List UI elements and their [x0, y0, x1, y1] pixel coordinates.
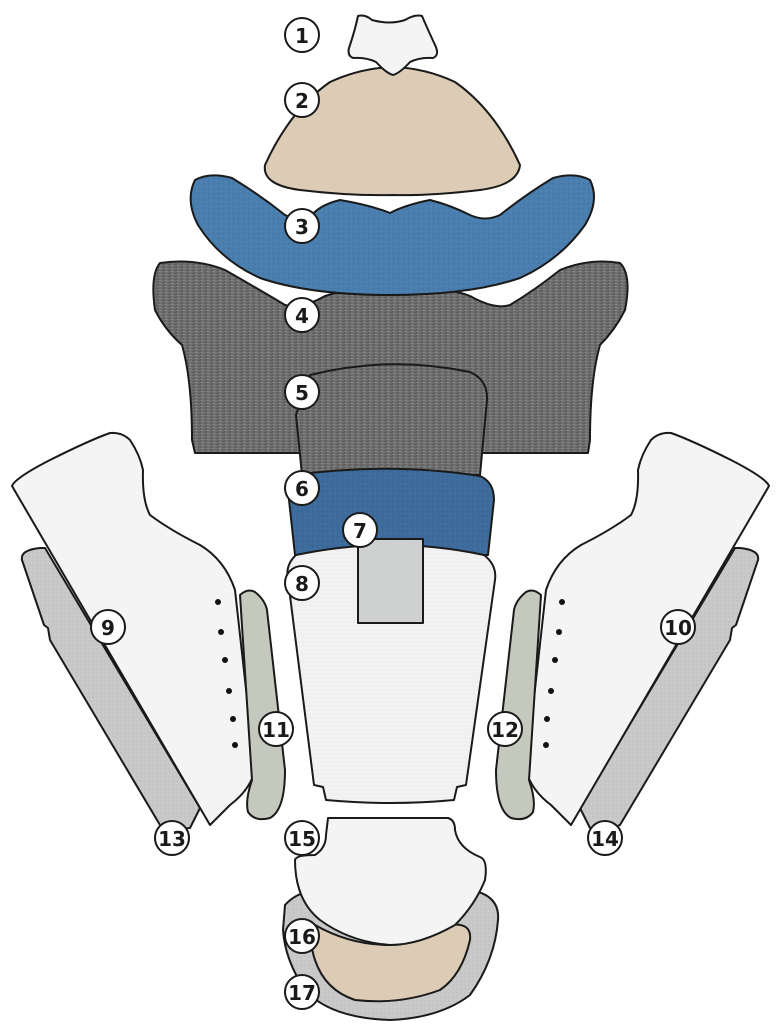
- svg-text:11: 11: [262, 718, 290, 742]
- svg-text:2: 2: [295, 89, 309, 113]
- svg-text:5: 5: [295, 381, 309, 405]
- badge-17: 17: [284, 974, 320, 1010]
- badge-11: 11: [258, 711, 294, 747]
- badge-3: 3: [284, 208, 320, 244]
- svg-text:1: 1: [295, 24, 309, 48]
- badge-16: 16: [284, 918, 320, 954]
- badge-6: 6: [284, 470, 320, 506]
- piece-9[interactable]: [11, 431, 256, 826]
- badge-13: 13: [154, 820, 190, 856]
- svg-text:14: 14: [591, 827, 619, 851]
- svg-text:3: 3: [295, 215, 309, 239]
- piece-7[interactable]: [357, 538, 424, 624]
- piece-14[interactable]: [579, 547, 760, 830]
- svg-text:7: 7: [353, 519, 367, 543]
- svg-text:8: 8: [295, 572, 309, 596]
- svg-text:10: 10: [664, 616, 692, 640]
- badge-8: 8: [284, 565, 320, 601]
- svg-text:6: 6: [295, 477, 309, 501]
- badge-14: 14: [587, 820, 623, 856]
- piece-11[interactable]: [239, 589, 286, 821]
- badge-15: 15: [284, 820, 320, 856]
- svg-text:9: 9: [101, 616, 115, 640]
- badge-1: 1: [284, 17, 320, 53]
- badge-2: 2: [284, 82, 320, 118]
- badge-10: 10: [660, 609, 696, 645]
- piece-1[interactable]: [347, 14, 439, 76]
- svg-text:17: 17: [288, 981, 316, 1005]
- svg-text:15: 15: [288, 827, 316, 851]
- svg-text:4: 4: [295, 304, 309, 328]
- piece-15[interactable]: [294, 817, 487, 946]
- svg-text:13: 13: [158, 827, 186, 851]
- piece-5[interactable]: [295, 363, 489, 476]
- piece-10[interactable]: [525, 431, 770, 826]
- piece-12[interactable]: [495, 589, 542, 821]
- badge-9: 9: [90, 609, 126, 645]
- badge-12: 12: [487, 711, 523, 747]
- piece-2[interactable]: [263, 66, 521, 197]
- badge-7: 7: [342, 512, 378, 548]
- svg-text:16: 16: [288, 925, 316, 949]
- badge-5: 5: [284, 374, 320, 410]
- stitch-dots-left: [215, 599, 238, 748]
- svg-text:12: 12: [491, 718, 519, 742]
- badge-4: 4: [284, 297, 320, 333]
- stitch-dots-right: [543, 599, 565, 748]
